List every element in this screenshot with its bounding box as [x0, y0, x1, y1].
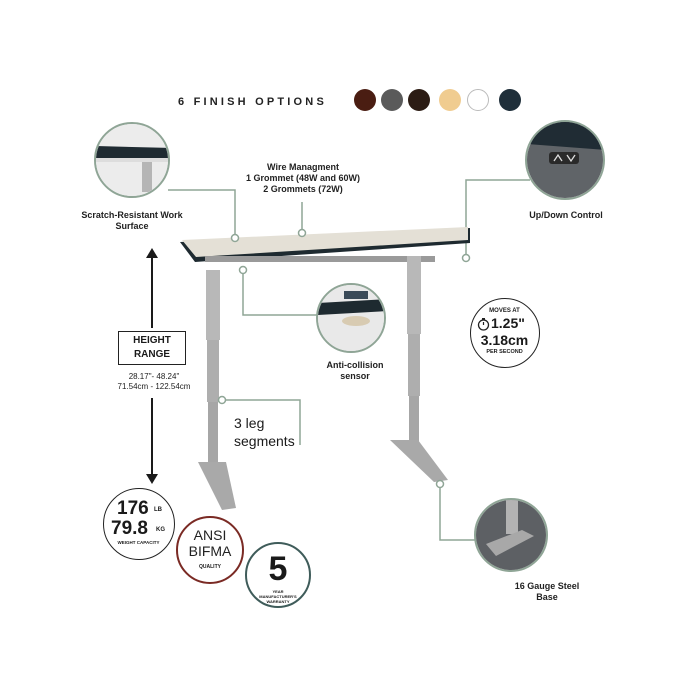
- anticollision-label: Anti-collision sensor: [326, 360, 384, 381]
- up-down-control-icon: [549, 152, 579, 164]
- finish-options-title: 6 FINISH OPTIONS: [178, 96, 327, 108]
- speed-inches: 1.25": [491, 315, 525, 331]
- desk-top-surface: [182, 227, 468, 257]
- warranty-badge: 5 YEAR MANUFACTURER'S WARRANTY: [245, 542, 311, 608]
- finish-swatch[interactable]: [499, 89, 521, 111]
- finish-swatch[interactable]: [408, 89, 430, 111]
- updown-control-label: Up/Down Control: [529, 210, 603, 220]
- capacity-lb-value: 176: [117, 498, 149, 519]
- wire-management-line1: 1 Grommet (48W and 60W): [245, 173, 361, 183]
- finish-swatch[interactable]: [354, 89, 376, 111]
- bifma-quality: QUALITY: [199, 564, 221, 570]
- capacity-label: WEIGHT CAPACITY: [117, 540, 160, 545]
- bifma-line1: ANSI: [193, 527, 227, 543]
- wire-management-title: Wire Managment: [267, 162, 339, 172]
- steel-base-label: 16 Gauge Steel Base: [514, 581, 580, 602]
- speed-badge: MOVES AT 1.25" 3.18cm PER SECOND: [470, 298, 540, 368]
- height-range-box: HEIGHT RANGE: [118, 331, 186, 365]
- capacity-kg-value: 79.8: [111, 518, 148, 539]
- steel-base-closeup: [474, 498, 548, 572]
- wire-management-line2: 2 Grommets (72W): [263, 184, 343, 194]
- stopwatch-icon: [477, 318, 490, 331]
- left-foot: [198, 462, 236, 510]
- height-range-inches: 28.17"- 48.24": [128, 372, 180, 381]
- right-foot: [390, 440, 448, 482]
- scratch-surface-closeup: [94, 122, 170, 198]
- warranty-label: YEAR MANUFACTURER'S WARRANTY: [259, 589, 297, 604]
- capacity-lb-unit: LB: [154, 507, 162, 513]
- speed-moves-at: MOVES AT: [489, 308, 520, 314]
- ansi-bifma-badge: ANSI BIFMA QUALITY: [176, 516, 244, 584]
- capacity-kg-unit: KG: [156, 527, 165, 533]
- weight-capacity-badge: 176 LB 79.8 KG WEIGHT CAPACITY: [103, 488, 175, 560]
- finish-swatch[interactable]: [439, 89, 461, 111]
- bifma-line2: BIFMA: [188, 543, 232, 559]
- scratch-surface-label: Scratch-Resistant Work Surface: [81, 210, 183, 231]
- anticollision-closeup: [316, 283, 386, 353]
- leg-segments-label: 3 leg segments: [234, 415, 295, 449]
- speed-per-second: PER SECOND: [486, 349, 523, 355]
- finish-swatch[interactable]: [381, 89, 403, 111]
- warranty-years: 5: [268, 550, 288, 588]
- callout-connector-lines: [168, 179, 530, 541]
- speed-cm: 3.18cm: [480, 332, 529, 348]
- updown-control-closeup: [525, 120, 605, 200]
- height-range-arrow: [146, 248, 158, 484]
- height-range-cm: 71.54cm - 122.54cm: [117, 382, 191, 391]
- finish-swatch[interactable]: [467, 89, 489, 111]
